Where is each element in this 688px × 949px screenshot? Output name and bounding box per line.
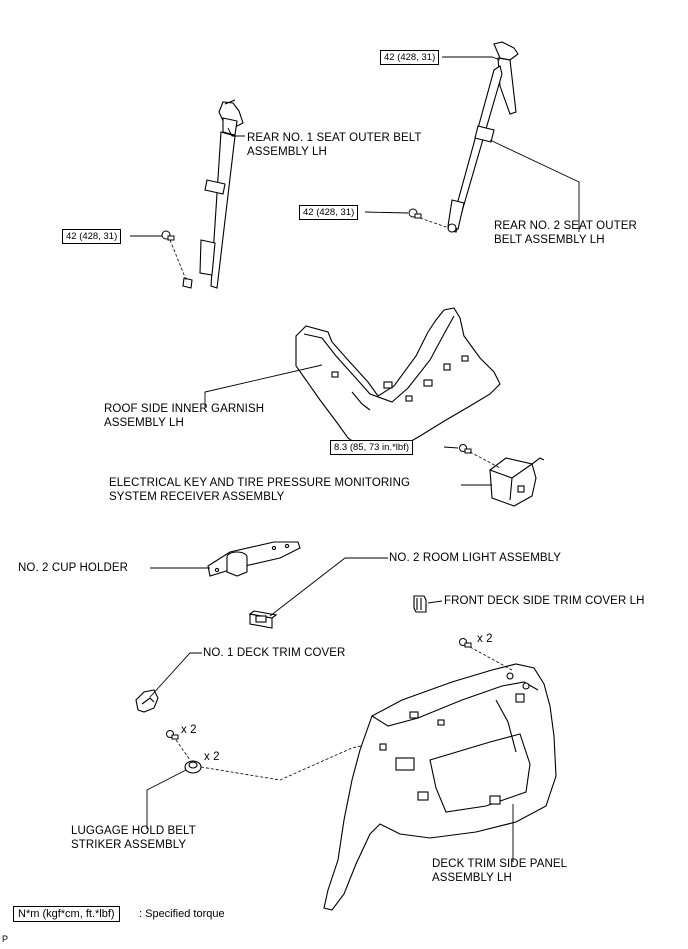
- striker-bolts: [166, 730, 179, 740]
- striker-to-panel-dash: [200, 741, 379, 781]
- front-deck-cover-drawing: [413, 595, 427, 613]
- torque-value-no1-bottom: 42 (428, 31): [66, 231, 118, 242]
- label-line: DECK TRIM SIDE PANEL: [432, 858, 568, 870]
- no2-bolt-dash: [419, 217, 450, 229]
- legend-unit: N*m (kgf*cm, ft.*lbf): [18, 908, 115, 920]
- cup-holder-drawing: [207, 541, 301, 577]
- leader-lines: [130, 56, 580, 862]
- label-line: ASSEMBLY LH: [432, 872, 512, 884]
- label-cup-holder: NO. 2 CUP HOLDER: [18, 562, 129, 574]
- legend-unit-box: N*m (kgf*cm, ft.*lbf): [13, 906, 120, 922]
- qty-panel-clips: x 2: [477, 633, 493, 645]
- label-deck-panel: DECK TRIM SIDE PANEL ASSEMBLY LH: [432, 857, 567, 885]
- label-rear-no2-belt: REAR NO. 2 SEAT OUTER BELT ASSEMBLY LH: [494, 219, 637, 247]
- no2-belt-bolt: [408, 208, 422, 219]
- deck-trim-panel-drawing: [323, 663, 557, 911]
- panel-clips: [459, 638, 472, 648]
- label-key-receiver: ELECTRICAL KEY AND TIRE PRESSURE MONITOR…: [109, 476, 410, 504]
- deck-trim-cover-drawing: [135, 689, 159, 713]
- label-line: REAR NO. 2 SEAT OUTER: [494, 220, 637, 232]
- striker-drawing: [184, 760, 202, 774]
- torque-box-no1-bottom: 42 (428, 31): [62, 229, 122, 244]
- key-receiver-drawing: [489, 457, 545, 507]
- torque-box-no2-top: 42 (428, 31): [380, 50, 440, 65]
- label-room-light: NO. 2 ROOM LIGHT ASSEMBLY: [389, 552, 562, 564]
- label-line: ASSEMBLY LH: [247, 146, 327, 158]
- label-line: ROOF SIDE INNER GARNISH: [104, 403, 265, 415]
- legend-meaning: : Specified torque: [139, 908, 225, 920]
- label-line: ASSEMBLY LH: [104, 417, 184, 429]
- label-front-deck-cover: FRONT DECK SIDE TRIM COVER LH: [444, 595, 645, 607]
- no1-bolt-dash: [169, 239, 188, 283]
- label-line: BELT ASSEMBLY LH: [494, 234, 605, 246]
- corner-mark: P: [2, 934, 9, 944]
- label-rear-no1-belt: REAR NO. 1 SEAT OUTER BELT ASSEMBLY LH: [247, 131, 422, 159]
- torque-box-no2-bottom: 42 (428, 31): [299, 205, 359, 220]
- no1-belt-bolt: [161, 230, 175, 241]
- label-line: ELECTRICAL KEY AND TIRE PRESSURE MONITOR…: [109, 477, 411, 489]
- label-deck-trim-cover: NO. 1 DECK TRIM COVER: [203, 647, 346, 659]
- torque-value-receiver: 8.3 (85, 73 in.*lbf): [334, 442, 409, 453]
- label-line: STRIKER ASSEMBLY: [71, 839, 187, 851]
- panel-clip-dash: [469, 646, 513, 671]
- label-roof-garnish: ROOF SIDE INNER GARNISH ASSEMBLY LH: [104, 402, 264, 430]
- qty-striker-bolts: x 2: [181, 724, 197, 736]
- label-luggage-striker: LUGGAGE HOLD BELT STRIKER ASSEMBLY: [71, 824, 196, 852]
- label-line: SYSTEM RECEIVER ASSEMBLY: [109, 491, 285, 503]
- torque-box-receiver: 8.3 (85, 73 in.*lbf): [330, 440, 413, 455]
- room-light-drawing: [248, 610, 278, 629]
- label-line: REAR NO. 1 SEAT OUTER BELT: [247, 132, 422, 144]
- torque-value-no2-top: 42 (428, 31): [384, 52, 436, 63]
- striker-dash: [175, 739, 191, 761]
- torque-value-no2-bottom: 42 (428, 31): [303, 207, 355, 218]
- rear-no2-seat-belt-drawing: [447, 41, 519, 233]
- label-line: LUGGAGE HOLD BELT: [71, 825, 196, 837]
- qty-striker-nuts: x 2: [204, 751, 220, 763]
- rear-no1-seat-belt-drawing: [182, 99, 244, 289]
- roof-side-garnish-drawing: [295, 307, 501, 455]
- receiver-bolt: [459, 444, 472, 454]
- receiver-bolt-dash: [469, 451, 501, 469]
